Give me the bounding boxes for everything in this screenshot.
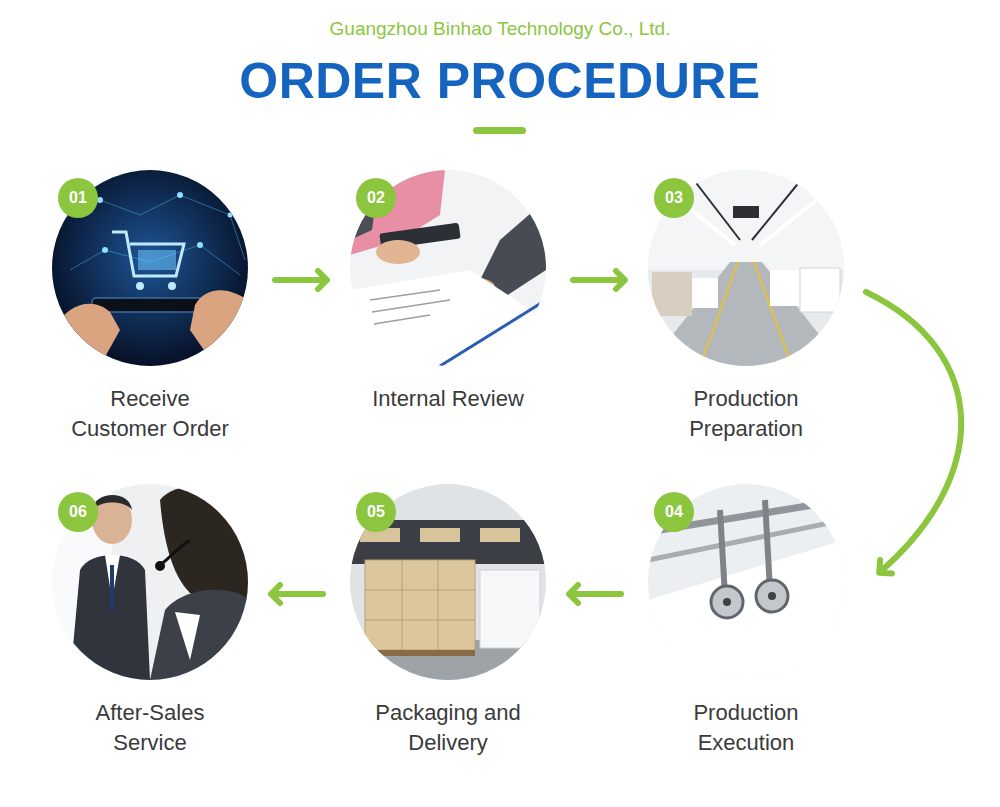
photo-background (350, 484, 546, 680)
step-node: 06After-Sales Service (52, 484, 248, 758)
cart-wheel (136, 282, 144, 290)
flow-arrow (866, 292, 961, 572)
photo-background (52, 484, 248, 680)
step-number: 02 (356, 178, 396, 218)
machine-base (780, 640, 844, 680)
photo-background (52, 170, 248, 366)
floor (648, 262, 844, 366)
network-dot (177, 192, 183, 198)
ceiling-rail (690, 175, 740, 240)
machine-photo (648, 484, 844, 680)
step-node: 01Receive Customer Order (52, 170, 248, 444)
network-dot (197, 242, 203, 248)
cart-wheel (168, 282, 176, 290)
head (92, 496, 132, 544)
network-dot (102, 247, 108, 253)
photo-background (648, 170, 844, 366)
paper-sheet (648, 540, 844, 680)
floor-line (700, 262, 738, 366)
hand (190, 290, 248, 366)
step-label: Packaging and Delivery (363, 698, 533, 758)
folder-edge (440, 300, 546, 366)
box-stack (365, 560, 475, 650)
box-edge (365, 620, 475, 621)
wheel-hub (768, 592, 776, 600)
flow-arrow (570, 591, 621, 597)
company-name: Guangzhou Binhao Technology Co., Ltd. (0, 18, 1000, 40)
machine-wheel (711, 586, 743, 618)
photo-background (648, 484, 844, 680)
step-number: 04 (654, 492, 694, 532)
suit (70, 555, 150, 680)
machine-arm (720, 510, 725, 596)
ceiling-rail (752, 175, 805, 240)
step-node: 03Production Preparation (648, 170, 844, 444)
sleeve (222, 320, 248, 366)
service-photo (52, 484, 248, 680)
pallet (800, 268, 840, 312)
box-edge (402, 560, 403, 650)
order-photo (52, 170, 248, 366)
warehouse-photo (350, 484, 546, 680)
step-node: 04Production Execution (648, 484, 844, 758)
step-number: 01 (58, 178, 98, 218)
box-edge (438, 560, 439, 650)
shelf-box (420, 528, 460, 542)
step-node: 02Internal Review (350, 170, 546, 414)
step-label: Receive Customer Order (65, 384, 235, 444)
hand (52, 304, 120, 366)
flow-arrow (272, 591, 323, 597)
step-label: Internal Review (363, 384, 533, 414)
shelf-box (480, 528, 520, 542)
step-label: Production Preparation (661, 384, 831, 444)
ceiling (648, 170, 844, 270)
step-number: 05 (356, 492, 396, 532)
review-photo (350, 170, 546, 366)
machine-arm (765, 500, 770, 590)
flow-arrow (275, 277, 326, 283)
paper-line (370, 290, 440, 300)
white-boxes (480, 570, 540, 648)
cart-icon (112, 232, 184, 276)
paper (350, 270, 546, 366)
paper-line (374, 315, 430, 324)
suit (150, 590, 248, 680)
headset-mic (160, 540, 190, 565)
step-label: After-Sales Service (65, 698, 235, 758)
cart-basket (138, 250, 176, 270)
paper-line (372, 300, 450, 312)
network-dot (228, 213, 233, 218)
pallet (770, 270, 800, 306)
network-line (70, 245, 240, 275)
flow-arrow (573, 277, 624, 283)
boxes (652, 272, 692, 316)
collar (175, 612, 200, 660)
machine-wheel (756, 580, 788, 612)
step-label: Production Execution (661, 698, 831, 758)
step-node: 05Packaging and Delivery (350, 484, 546, 758)
photo-background (350, 170, 546, 366)
mic-tip (155, 561, 165, 571)
wheel-hub (723, 598, 731, 606)
box-edge (365, 590, 475, 591)
hair (160, 486, 248, 600)
step-number: 06 (58, 492, 98, 532)
sleeve (52, 345, 80, 366)
sign (733, 206, 759, 218)
pallet (692, 278, 718, 308)
hair (92, 495, 132, 510)
hand (376, 240, 420, 264)
pallet (365, 650, 475, 656)
factory-photo (648, 170, 844, 366)
tie (110, 565, 114, 610)
title-underline (473, 127, 526, 134)
page-title: ORDER PROCEDURE (0, 52, 1000, 110)
step-number: 03 (654, 178, 694, 218)
